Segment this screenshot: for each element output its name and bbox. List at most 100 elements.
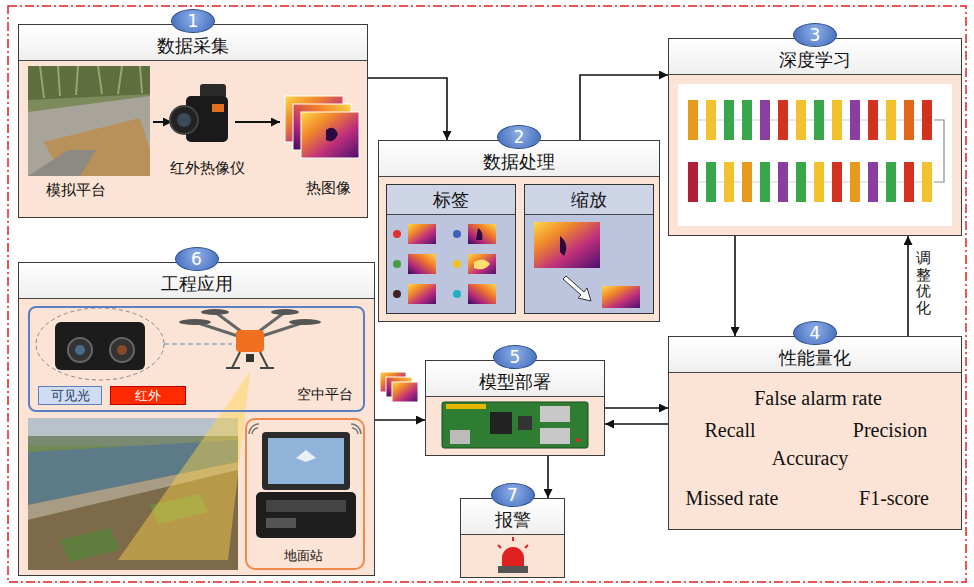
network-layers [678, 84, 952, 226]
flow-arrow [734, 236, 736, 336]
camera-pod [110, 338, 134, 362]
circuit-board [540, 406, 570, 422]
network-layers [760, 162, 770, 202]
resize-illustration [534, 222, 600, 268]
callout-number: 3 [793, 23, 837, 47]
box-label: 空中平台 [297, 386, 353, 404]
metric-label: False alarm rate [754, 387, 882, 410]
callout-number: 1 [171, 9, 215, 33]
band-tag: 红外 [110, 386, 186, 405]
ground-station-icon [249, 424, 361, 538]
labelled-thumbnails [408, 254, 436, 274]
network-layers [814, 162, 824, 202]
section-panel: 7报警 [460, 498, 565, 578]
network-layers [904, 100, 914, 140]
network-layers [678, 84, 952, 226]
drone-icon [271, 309, 299, 315]
section-panel: 4性能量化False alarm rateRecallPrecisionAccu… [668, 336, 962, 530]
network-layers [868, 162, 878, 202]
circuit-board [576, 438, 580, 442]
network-layers [868, 100, 878, 140]
camera-pod [117, 345, 127, 355]
camera-icon [177, 113, 191, 127]
labelled-thumbnails [393, 230, 401, 238]
labelled-thumbnails [453, 230, 461, 238]
labelled-thumbnails [393, 260, 401, 268]
metric-label: F1-score [859, 487, 929, 510]
section-panel: 5模型部署 [425, 360, 605, 456]
sub-panel: 标签 [386, 184, 516, 314]
thermal-images [326, 128, 338, 141]
circuit-board [490, 412, 512, 434]
flow-arrow [605, 407, 668, 409]
ground-station-icon [256, 492, 356, 538]
panel-body [461, 535, 564, 577]
box-label: 地面站 [284, 547, 323, 565]
labelled-thumbnails [393, 224, 496, 304]
part-label: 热图像 [306, 179, 351, 198]
flow-arrow [605, 423, 668, 425]
labelled-thumbnails [408, 284, 436, 304]
flow-arrow [235, 121, 280, 123]
thermal-images [301, 112, 359, 158]
callout-number: 6 [175, 247, 219, 271]
sub-title: 标签 [387, 185, 515, 215]
ground-station-icon [296, 450, 316, 462]
resize-illustration [602, 286, 640, 308]
ground-station-icon [262, 432, 350, 490]
platform-photo [28, 66, 150, 176]
flow-arrow [368, 78, 447, 140]
drone-icon [226, 352, 274, 368]
flow-arrow [375, 419, 425, 421]
thermal-images [392, 382, 418, 402]
part-label: 模拟平台 [46, 181, 106, 200]
network-layers [850, 100, 860, 140]
network-layers [688, 100, 698, 140]
sub-title: 缩放 [525, 185, 653, 215]
band-tag: 可见光 [38, 386, 102, 405]
camera-pod [36, 308, 164, 380]
circuit-board [442, 402, 588, 448]
ground-station-icon [351, 424, 361, 434]
network-layers [886, 162, 896, 202]
panel-body [19, 299, 374, 575]
panel-body [669, 373, 961, 529]
drone-icon [289, 319, 321, 325]
drone-icon [201, 309, 229, 315]
resize-illustration [563, 276, 591, 301]
network-layers [706, 100, 716, 140]
platform-photo [28, 150, 96, 176]
thermal-images [285, 96, 359, 158]
network-layers [814, 100, 824, 140]
alarm-icon [502, 547, 524, 566]
labelled-thumbnails [474, 259, 490, 269]
ground-station-icon [266, 500, 346, 512]
network-layers [742, 162, 752, 202]
labelled-thumbnails [476, 228, 483, 240]
circuit-board [450, 430, 470, 444]
station-box: 地面站 [245, 418, 365, 570]
labelled-thumbnails [453, 290, 461, 298]
drone-icon [179, 319, 211, 325]
platform-region: 空中平台 可见光红外 [28, 306, 365, 412]
flow-arrow [580, 75, 668, 140]
ground-station-icon [249, 424, 259, 434]
network-layers [904, 162, 914, 202]
camera-pod [68, 338, 92, 362]
network-layers [796, 100, 806, 140]
camera-pod [55, 322, 145, 370]
metric-label: Recall [704, 419, 755, 442]
network-layers [832, 100, 842, 140]
camera-icon [170, 84, 228, 142]
alarm-icon [498, 537, 528, 548]
ground-station-icon [268, 438, 344, 484]
panel-body [669, 75, 961, 235]
connectors [368, 75, 908, 498]
network-layers [922, 100, 932, 140]
camera-icon [212, 104, 224, 112]
circuit-board [518, 416, 532, 430]
platform-photo [28, 66, 150, 100]
metric-label: Accuracy [772, 447, 849, 470]
panel-body [525, 215, 653, 313]
